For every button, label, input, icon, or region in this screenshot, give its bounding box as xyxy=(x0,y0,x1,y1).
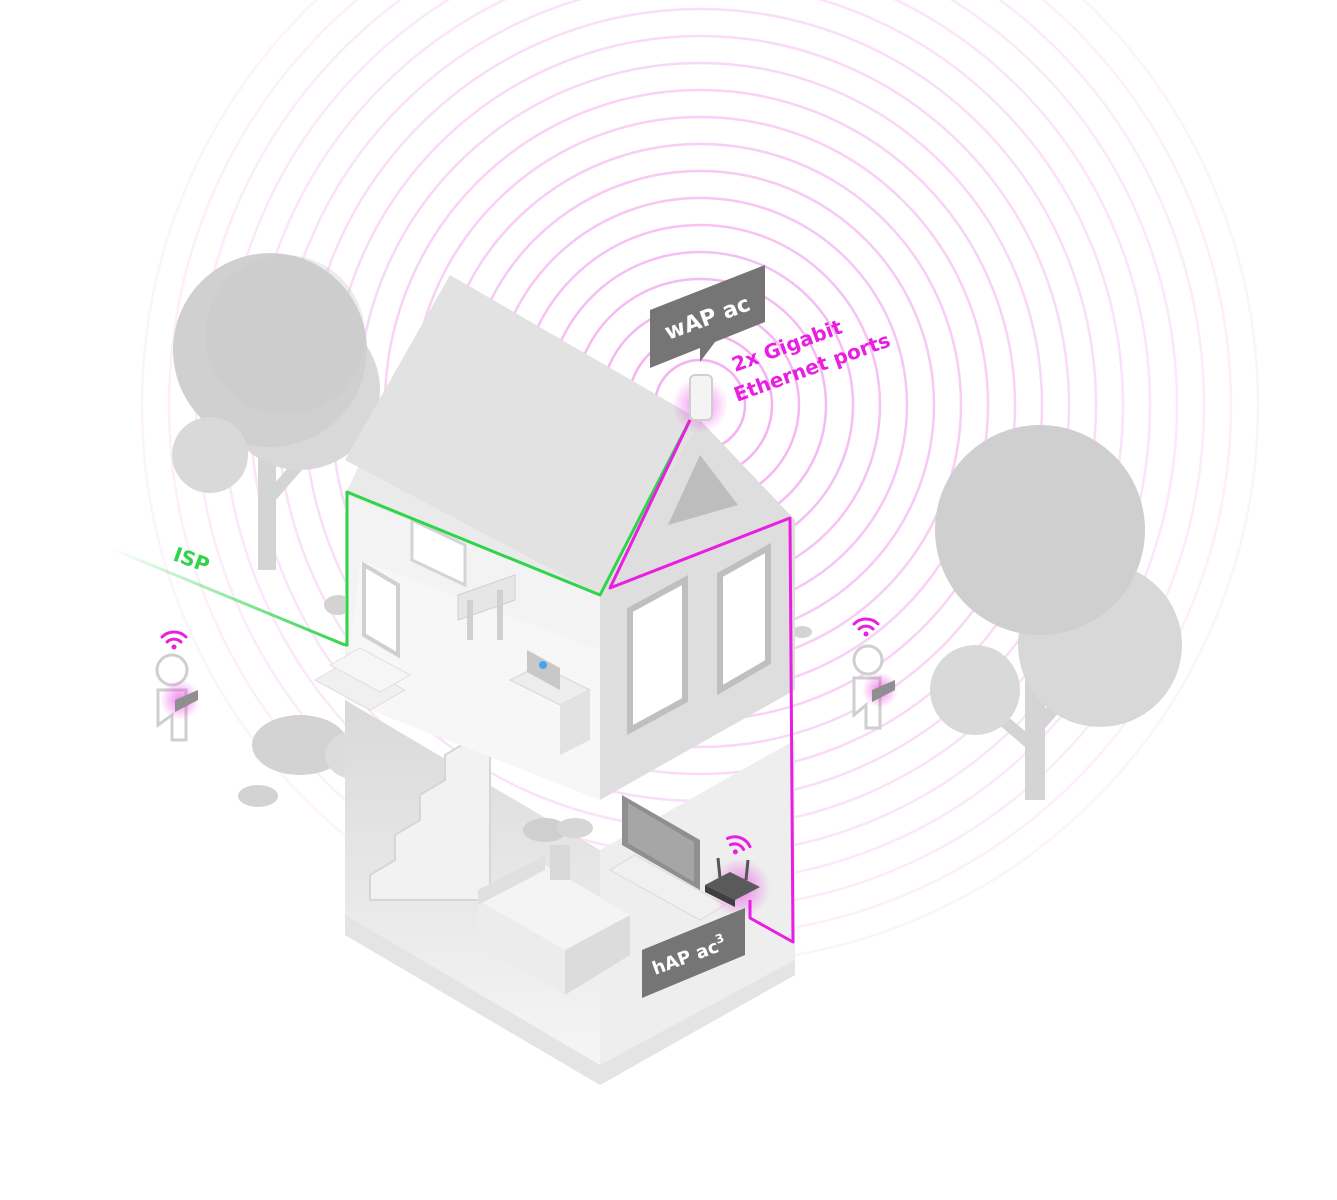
laptop-icon xyxy=(872,680,895,702)
laptop-icon xyxy=(175,690,198,712)
basement xyxy=(345,700,795,1085)
isp-cable xyxy=(109,419,692,647)
tv xyxy=(622,795,700,890)
wifi-icon xyxy=(160,630,188,650)
person-left xyxy=(155,653,200,742)
ethernet-cable xyxy=(608,419,795,944)
house xyxy=(313,275,795,800)
ports-annotation: 2x Gigabit Ethernet ports xyxy=(729,314,894,406)
plant xyxy=(523,818,593,880)
tree-left xyxy=(172,253,380,570)
wifi-icon xyxy=(852,617,880,637)
access-point-device xyxy=(672,374,728,433)
person-right xyxy=(852,644,898,730)
tree-right xyxy=(930,425,1182,800)
isp-label: ISP xyxy=(170,542,213,577)
desk-laptop xyxy=(527,650,560,690)
sofa xyxy=(478,855,630,995)
router-hap xyxy=(705,857,770,918)
wifi-icon xyxy=(725,835,752,855)
